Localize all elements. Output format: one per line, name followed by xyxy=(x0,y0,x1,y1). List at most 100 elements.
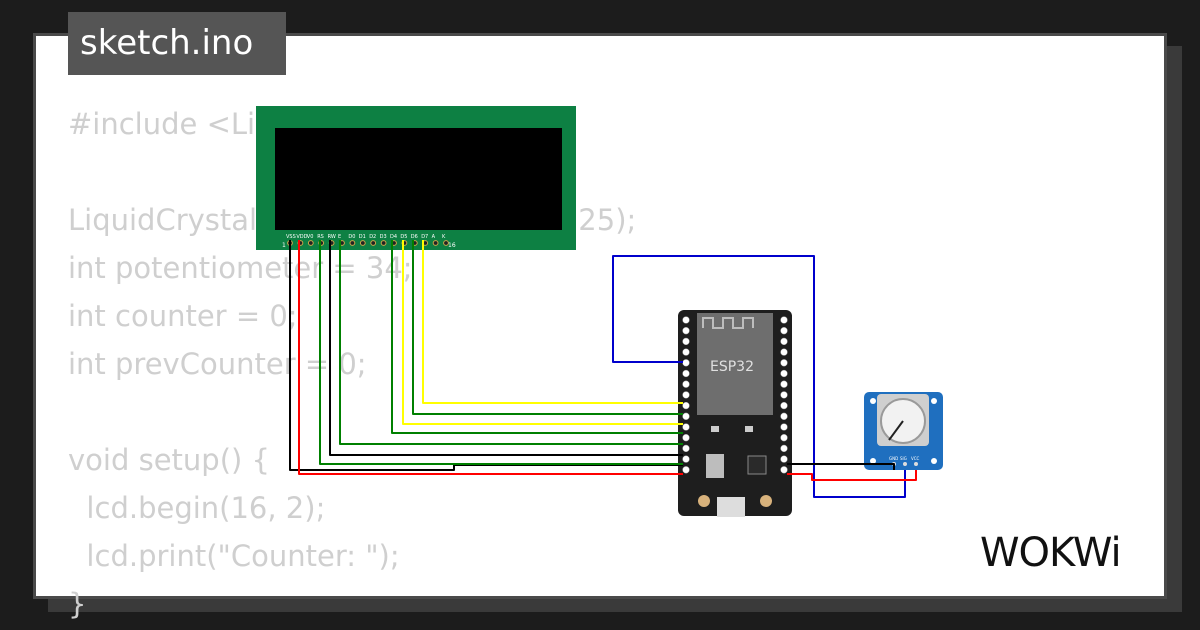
wire-rw[interactable] xyxy=(329,240,683,456)
esp32-pin[interactable] xyxy=(780,455,788,463)
wire-vcc-lcd[interactable] xyxy=(298,240,683,475)
lcd-pin-first-label: 1 xyxy=(282,242,286,249)
esp32-pin[interactable] xyxy=(780,359,788,367)
mount-hole xyxy=(931,398,937,404)
lcd-pin-label: D2 xyxy=(369,234,376,240)
lcd-pin-label: E xyxy=(338,234,341,240)
esp32-label: ESP32 xyxy=(710,359,754,375)
lcd-pin-label: A xyxy=(432,234,436,240)
esp32-pin[interactable] xyxy=(780,348,788,356)
code-line: lcd.print("Counter: "); xyxy=(68,539,400,573)
esp32-board[interactable]: ESP32 xyxy=(678,310,792,517)
lcd-pin-label: D1 xyxy=(359,234,366,240)
code-line: } xyxy=(68,587,87,621)
esp32-pin[interactable] xyxy=(682,466,690,474)
mount-hole xyxy=(870,458,876,464)
voltage-regulator xyxy=(706,454,724,478)
esp32-pin[interactable] xyxy=(682,412,690,420)
esp32-pin[interactable] xyxy=(682,359,690,367)
lcd-pin[interactable] xyxy=(370,240,377,246)
lcd-pin[interactable] xyxy=(380,240,387,246)
lcd-pin-label: D7 xyxy=(421,234,428,240)
lcd-pin-last-label: 16 xyxy=(448,242,456,249)
esp32-pin[interactable] xyxy=(780,412,788,420)
esp32-pin[interactable] xyxy=(682,391,690,399)
esp32-pin[interactable] xyxy=(682,401,690,410)
esp32-pin[interactable] xyxy=(682,337,690,346)
wire-enable[interactable] xyxy=(339,240,683,445)
esp32-pin[interactable] xyxy=(780,337,788,346)
usb-chip xyxy=(747,455,767,475)
wire-rs[interactable] xyxy=(319,240,683,465)
esp32-module xyxy=(697,313,773,415)
esp32-pin[interactable] xyxy=(682,316,690,324)
esp32-pin[interactable] xyxy=(780,423,788,431)
wire-d6[interactable] xyxy=(412,240,683,415)
esp32-pin[interactable] xyxy=(682,327,690,335)
lcd-pin-label: D3 xyxy=(380,234,387,240)
lcd-pin-label: D4 xyxy=(390,234,397,240)
potentiometer[interactable]: GND SIG VCC xyxy=(864,392,943,470)
wokwi-logo[interactable]: WOKWi xyxy=(980,528,1150,576)
esp32-pin[interactable] xyxy=(780,327,788,335)
lcd-pin-label: V0 xyxy=(307,234,314,240)
esp32-pin[interactable] xyxy=(682,455,690,463)
esp32-pin[interactable] xyxy=(682,444,690,453)
pot-pin-label-vcc: VCC xyxy=(911,456,920,461)
wire-gnd-lcd[interactable] xyxy=(289,240,683,471)
smd-component xyxy=(745,426,753,432)
lcd-pin[interactable] xyxy=(359,240,366,246)
esp32-pin[interactable] xyxy=(780,380,788,388)
knob-pointer xyxy=(888,420,904,441)
lcd-pin[interactable] xyxy=(443,240,449,246)
wire-pot-signal[interactable] xyxy=(612,255,906,498)
pot-pin xyxy=(914,462,918,466)
code-line: lcd.begin(16, 2); xyxy=(68,491,326,525)
pot-pin-label-gnd: GND xyxy=(889,456,898,461)
esp32-pin[interactable] xyxy=(682,348,690,356)
esp32-pin[interactable] xyxy=(682,369,690,378)
wire-pot-vcc[interactable] xyxy=(787,470,917,481)
lcd-pin-label: D5 xyxy=(400,234,407,240)
filename-tab[interactable]: sketch.ino xyxy=(68,12,286,75)
lcd-pin[interactable] xyxy=(307,240,314,246)
antenna-trace-icon xyxy=(702,317,754,329)
lcd-pin[interactable] xyxy=(432,240,439,246)
boot-button[interactable] xyxy=(698,495,710,507)
lcd-pin-label: VDD xyxy=(296,234,307,240)
esp32-pin-headers xyxy=(682,316,788,474)
enable-button[interactable] xyxy=(760,495,772,507)
esp32-pin[interactable] xyxy=(682,380,690,388)
mount-hole xyxy=(931,458,937,464)
esp32-pin[interactable] xyxy=(780,369,788,378)
code-line: int counter = 0; xyxy=(68,299,298,333)
esp32-pin[interactable] xyxy=(780,316,788,324)
pot-pin xyxy=(903,462,907,466)
esp32-pin[interactable] xyxy=(780,444,788,453)
esp32-pin[interactable] xyxy=(780,401,788,410)
wire-d7[interactable] xyxy=(422,240,683,404)
code-line: void setup() { xyxy=(68,443,270,477)
code-card xyxy=(33,33,1167,599)
code-line: int potentiometer = 34; xyxy=(68,251,413,285)
esp32-pin[interactable] xyxy=(780,466,788,474)
wire-d5[interactable] xyxy=(402,240,683,425)
wires xyxy=(289,240,917,498)
esp32-pin[interactable] xyxy=(780,434,788,442)
lcd-pin-label: RS xyxy=(317,234,324,240)
lcd-pin-label: K xyxy=(442,234,446,240)
smd-component xyxy=(711,426,719,432)
usb-port-icon xyxy=(717,497,745,517)
lcd-screen xyxy=(275,128,562,230)
wire-pot-gnd[interactable] xyxy=(787,463,895,470)
lcd-pin-label: RW xyxy=(328,234,336,240)
esp32-pin[interactable] xyxy=(682,423,690,431)
code-line: int prevCounter = 0; xyxy=(68,347,367,381)
esp32-pin[interactable] xyxy=(682,434,690,442)
wire-d4[interactable] xyxy=(391,240,683,434)
lcd-pin[interactable] xyxy=(349,240,356,246)
esp32-pin[interactable] xyxy=(780,391,788,399)
wokwi-logo-text: WOKWi xyxy=(980,530,1121,576)
